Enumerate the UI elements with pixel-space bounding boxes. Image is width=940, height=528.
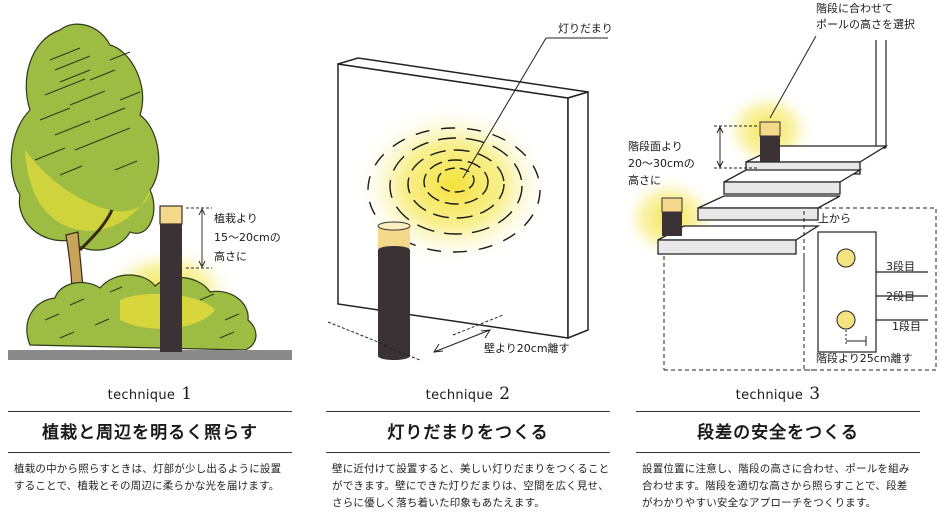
inset-title: 上から <box>818 212 851 225</box>
staircase <box>657 145 889 255</box>
callout-line-2: ポールの高さを選択 <box>816 17 915 31</box>
tree-canopy <box>10 23 160 251</box>
lower-pole-top-view <box>836 310 856 330</box>
callout-label: 灯りだまり <box>558 22 613 35</box>
distance-dimension <box>327 314 504 361</box>
section-description: 設置位置に注意し、階段の高さに合わせ、ポールを組み 合わせます。階段を適切な高さ… <box>642 463 910 509</box>
section-description: 植栽の中から照らすときは、灯部が少し出るように設置 することで、植栽とその周辺に… <box>14 463 282 492</box>
divider <box>326 411 610 412</box>
callout-line-1: 階段に合わせて <box>816 1 893 15</box>
stairs-illustration: 階段に合わせて ポールの高さを選択 階段面より 20～30cmの 高さに 上から <box>628 0 937 372</box>
wall-illustration: 灯りだまり 壁より20cm離す <box>318 0 618 372</box>
step-label-2: 2段目 <box>886 289 915 303</box>
pole-light <box>160 210 182 352</box>
wall-side <box>567 90 589 340</box>
divider <box>8 411 292 412</box>
light-rings <box>367 127 541 253</box>
height-note-line-2: 20～30cmの <box>628 157 695 170</box>
lamp-head <box>159 205 183 225</box>
height-dimension <box>186 207 212 269</box>
divider <box>8 452 292 453</box>
height-dimension <box>714 125 758 169</box>
wall-edge <box>875 40 887 149</box>
step-label-3: 3段目 <box>886 259 915 273</box>
divider <box>636 452 920 453</box>
annotation-line-2: 15～20cmの <box>214 231 281 244</box>
distance-label: 壁より20cm離す <box>484 341 570 355</box>
guide-lines <box>663 207 937 371</box>
section-description: 壁に近付けて設置すると、美しい灯りだまりをつくること ができます。壁にできた灯り… <box>332 463 610 509</box>
step-label-1: 1段目 <box>892 319 921 333</box>
section-title: 灯りだまりをつくる <box>387 423 549 443</box>
upper-pole-top-view <box>836 248 856 268</box>
inset-distance <box>845 330 867 346</box>
section-title: 段差の安全をつくる <box>697 423 859 443</box>
height-note-line-3: 高さに <box>628 173 661 187</box>
annotation-line-3: 高さに <box>214 249 247 263</box>
annotation-line-1: 植栽より <box>214 211 258 225</box>
divider <box>636 411 920 412</box>
section-title: 植栽と周辺を明るく照らす <box>42 423 258 443</box>
panel-technique-3: 階段に合わせて ポールの高さを選択 階段面より 20～30cmの 高さに 上から <box>628 0 937 528</box>
inset-distance-label: 階段より25cm離す <box>816 351 913 365</box>
planting-illustration: 植栽より 15～20cmの 高さに <box>0 0 300 372</box>
ground <box>8 350 292 360</box>
height-note-line-1: 階段面より <box>628 139 683 153</box>
callout-line <box>462 37 547 179</box>
divider <box>326 452 610 453</box>
